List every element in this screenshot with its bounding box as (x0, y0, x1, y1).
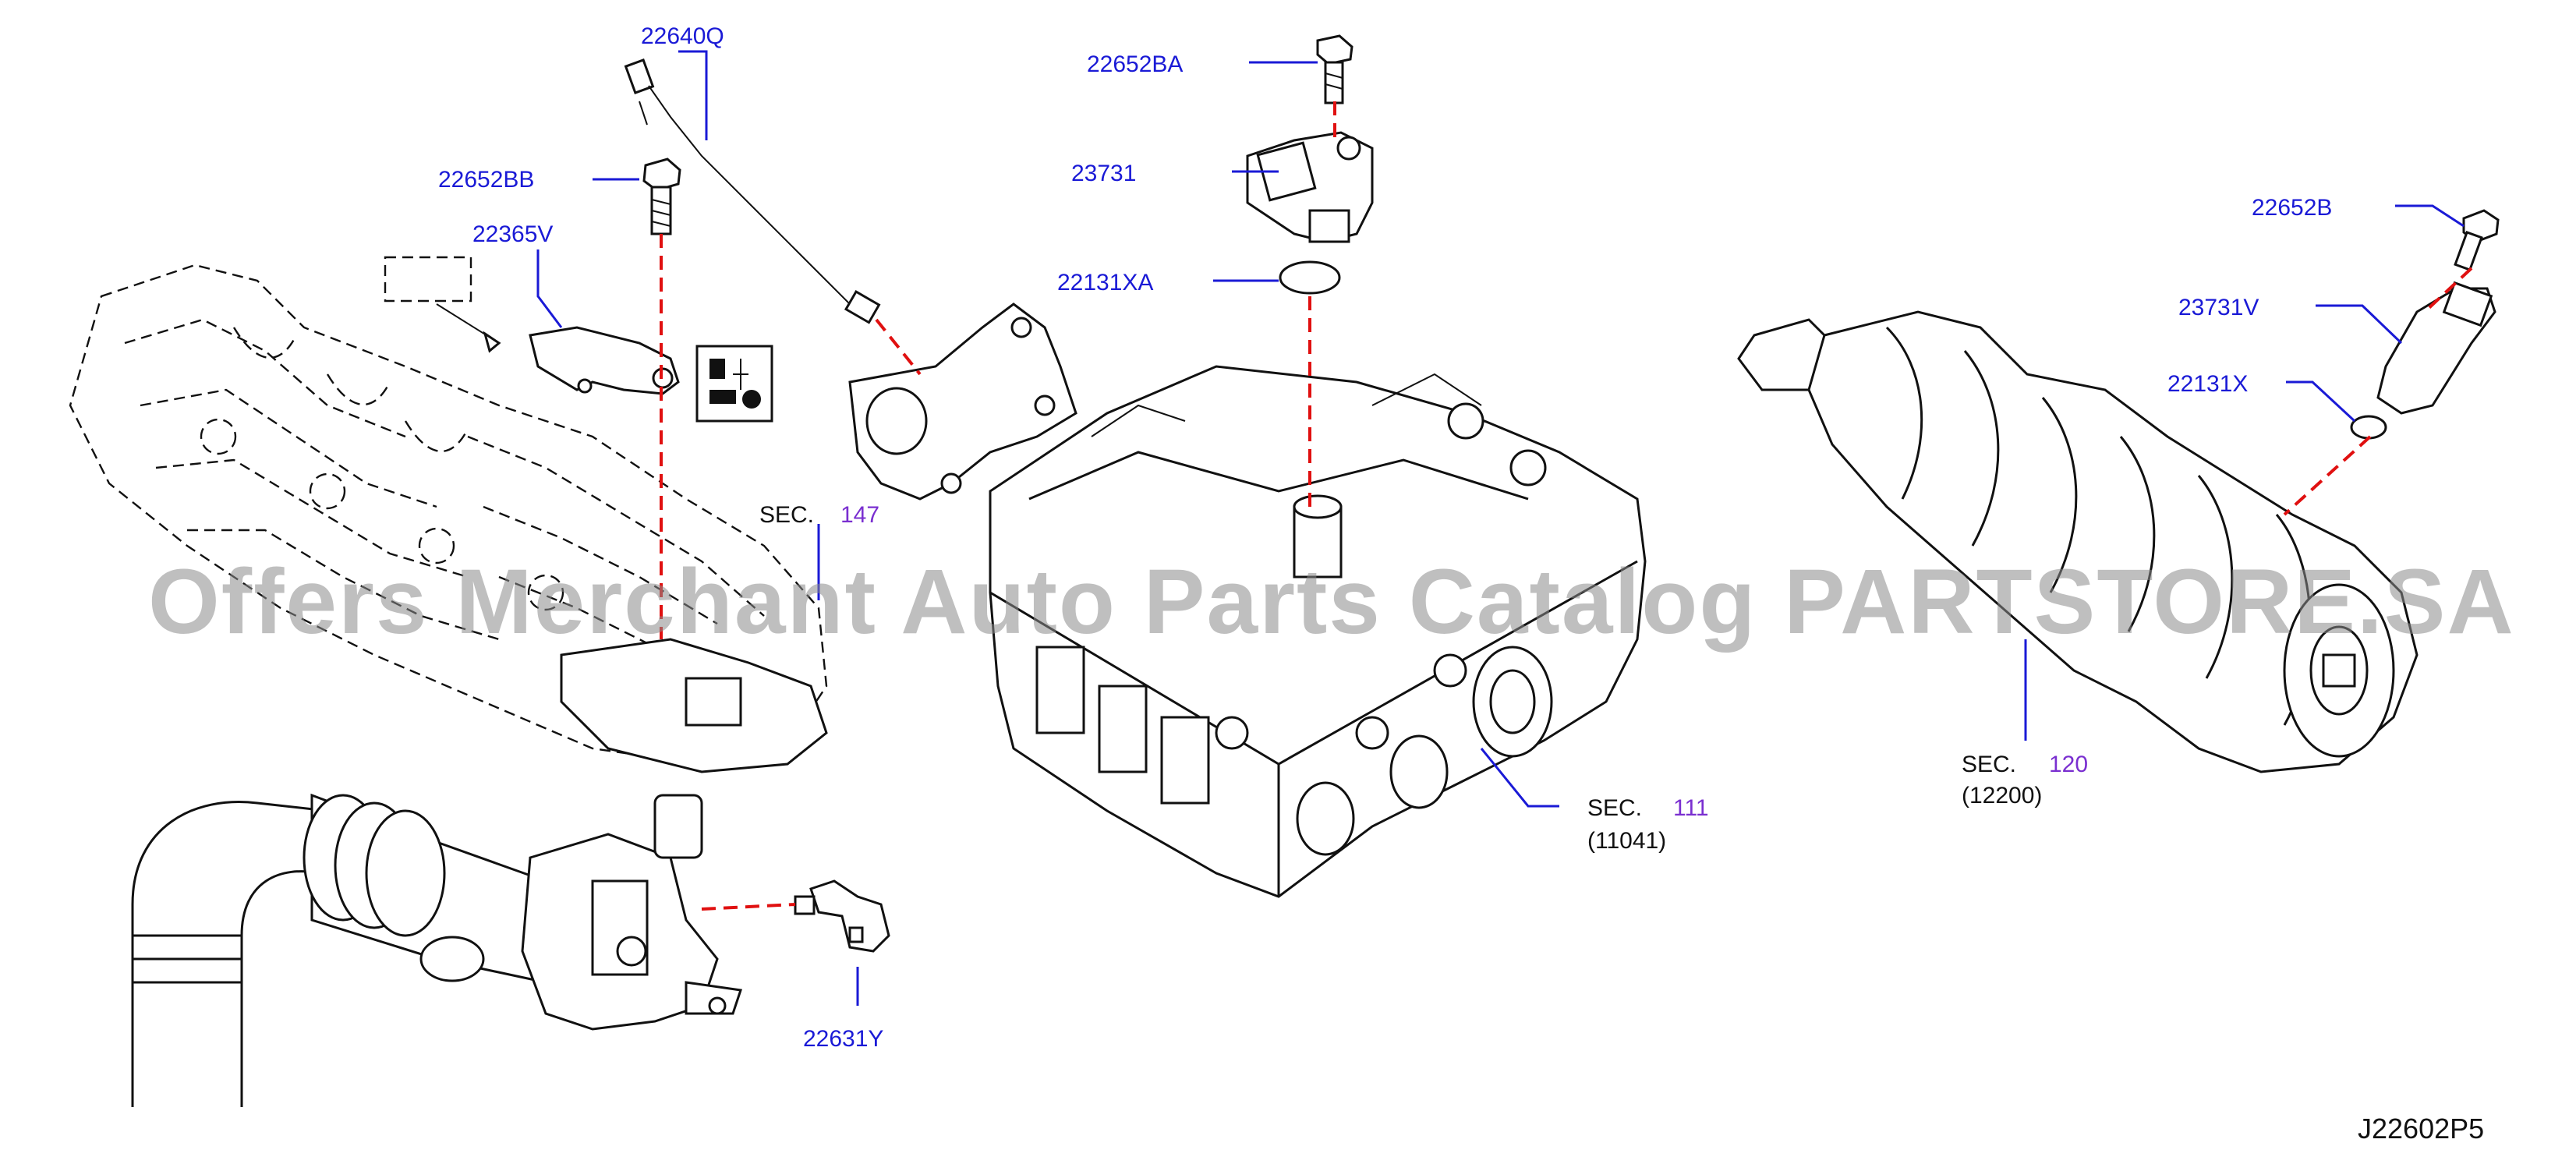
section-subref: (11041) (1587, 828, 1666, 854)
sensor-22631y[interactable] (794, 879, 890, 953)
section-prefix: SEC. (759, 502, 814, 528)
label-22652bb[interactable]: 22652BB (438, 167, 534, 193)
label-22131x[interactable]: 22131X (2167, 371, 2248, 397)
section-ref-147[interactable]: SEC. 147 (759, 502, 879, 528)
section-ref-120[interactable]: SEC. 120 (12200) (1962, 752, 2088, 808)
label-22131xa[interactable]: 22131XA (1057, 270, 1153, 295)
section-subref: (12200) (1962, 783, 2042, 808)
connector-symbol-box (695, 345, 773, 423)
o-ring-22131xa[interactable] (1279, 260, 1341, 295)
cylinder-head-drawing (989, 365, 1647, 898)
label-23731[interactable]: 23731 (1071, 161, 1136, 186)
bolt-22652bb[interactable] (642, 157, 681, 235)
bolt-22652ba[interactable] (1316, 34, 1353, 104)
bolt-22652b[interactable] (2454, 209, 2500, 272)
section-number: 111 (1673, 795, 1709, 821)
label-22652b[interactable]: 22652B (2252, 195, 2332, 221)
sensor-bracket-22365v[interactable] (529, 326, 680, 395)
watermark: Offers Merchant Auto Parts Catalog PARTS… (148, 550, 2515, 653)
egr-bracket (848, 303, 1077, 501)
section-prefix: SEC. (1962, 752, 2016, 777)
label-22365v[interactable]: 22365V (472, 221, 553, 247)
assembly-lines (660, 101, 2473, 911)
intake-manifold-drawing (69, 256, 828, 773)
label-22631y[interactable]: 22631Y (803, 1026, 883, 1052)
label-23731v[interactable]: 23731V (2178, 295, 2259, 320)
section-ref-111[interactable]: SEC. 111 (11041) (1587, 795, 1709, 854)
section-number: 147 (840, 502, 879, 528)
leader-lines (536, 50, 2465, 1006)
label-22640q[interactable]: 22640Q (641, 23, 724, 49)
o-ring-22131x[interactable] (2350, 415, 2387, 440)
crank-sensor-23731v[interactable] (2376, 281, 2496, 415)
cam-sensor-23731[interactable] (1246, 131, 1374, 243)
section-number: 120 (2049, 752, 2088, 777)
crankshaft-drawing (1737, 310, 2419, 773)
label-22652ba[interactable]: 22652BA (1087, 51, 1183, 77)
diagram-reference-code: J22602P5 (2358, 1113, 2484, 1145)
throttle-hose-assembly (131, 793, 742, 1107)
sensor-22640q[interactable] (624, 58, 881, 324)
section-prefix: SEC. (1587, 795, 1642, 821)
